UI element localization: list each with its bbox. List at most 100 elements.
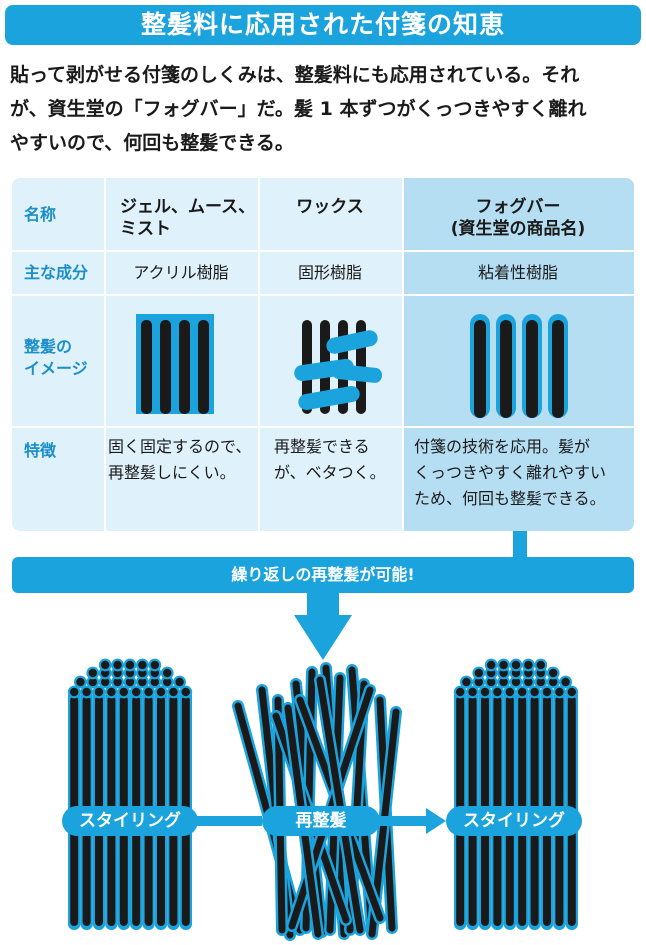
hair-strand: [179, 320, 190, 414]
hair-strand: [474, 320, 486, 418]
row-label-feature: 特徴: [24, 441, 57, 460]
divider: [12, 294, 634, 296]
hair-tip-core: [144, 687, 153, 697]
col2-hair-image: [294, 320, 383, 414]
hair-strand-core: [316, 676, 364, 934]
hair-tip-core: [524, 677, 533, 687]
wax-clump: [326, 330, 378, 354]
restyle-diagram: [67, 593, 579, 941]
wax-clump: [332, 364, 383, 383]
divider: [258, 178, 260, 531]
col3-feature-line: ため、何回も整髪できる。: [414, 489, 606, 508]
hair-tip-core: [480, 687, 490, 697]
hair-tip-core: [181, 687, 190, 697]
hair-tip-core: [125, 677, 135, 687]
hair-tip-core: [499, 677, 508, 687]
hair-tip-core: [113, 660, 122, 670]
hair-tip-core: [163, 668, 172, 678]
flow-arrow-shaft: [376, 816, 428, 826]
col1-name: ジェル、ムース、 ミスト: [120, 196, 256, 240]
col1-name-line: ジェル、ムース、: [120, 197, 256, 217]
right-arrow-icon: [426, 808, 446, 834]
col1-feature-line: 固く固定するので、: [108, 437, 252, 456]
hair-tip-core: [76, 677, 85, 687]
hair-tip-core: [561, 677, 570, 687]
hair-tip-core: [549, 677, 558, 687]
hair-tip-core: [462, 677, 471, 687]
hair-tip-core: [88, 668, 98, 678]
intro-line: やすいので、何回も整髪できる。: [10, 132, 294, 154]
hair-tip-core: [94, 687, 104, 697]
hair-tip-core: [474, 677, 483, 687]
col3-name-line: (資生堂の商品名): [450, 219, 586, 239]
divider: [12, 426, 634, 428]
hair-tip-core: [555, 687, 564, 697]
hair-strand: [141, 320, 152, 414]
hair-loose-middle: [232, 662, 402, 941]
col1-hair-image: [136, 314, 214, 414]
connector-bar: [513, 531, 527, 557]
hair-tip-core: [150, 660, 159, 670]
hair-strand: [160, 320, 171, 414]
hair-tip-core: [567, 687, 576, 697]
hair-tip-core: [113, 677, 122, 687]
col3-name-line: フォグバー: [475, 197, 561, 217]
hair-strand: [526, 320, 538, 418]
hair-tip-core: [499, 660, 508, 670]
hair-tip-core: [138, 677, 147, 687]
hair-tip-core: [468, 687, 477, 697]
hair-tip-core: [82, 687, 91, 697]
page-title: 整髪料に応用された付箋の知恵: [5, 5, 641, 45]
col3-name: フォグバー (資生堂の商品名): [402, 196, 634, 240]
col2-ingredient: 固形樹脂: [297, 263, 362, 282]
col2-feature: 再整髪できる が、ベタつく。: [274, 434, 402, 486]
hair-tip-core: [524, 660, 533, 670]
intro-text: 貼って剥がせる付箋のしくみは、整髪料にも応用されている。それ が、資生堂の「フォ…: [10, 58, 638, 160]
comparison-table: 名称 主な成分 整髪の イメージ 特徴 ジェル、ムース、 ミスト アクリル樹脂 …: [12, 178, 634, 531]
flow-arrow-shaft: [190, 816, 262, 826]
hair-tip-core: [487, 677, 496, 687]
wax-clump: [298, 386, 360, 410]
col2-feature-line: が、ベタつく。: [274, 463, 386, 482]
hair-tip-core: [536, 677, 545, 687]
hair-tip-core: [493, 687, 502, 697]
hair-strand: [552, 320, 564, 418]
divider: [104, 178, 106, 531]
hair-tip-core: [107, 687, 116, 697]
row-label-image: 整髪の イメージ: [24, 336, 88, 380]
highlight-column: [402, 178, 634, 531]
col3-feature-line: くっつきやすく離れやすい: [414, 463, 607, 482]
hair-tip-core: [88, 677, 98, 687]
divider: [402, 178, 404, 531]
flow-label-styling-left: スタイリング: [62, 806, 198, 836]
hair-tip-core: [175, 677, 184, 687]
hair-tip-core: [101, 660, 110, 670]
hair-tip-core: [150, 677, 159, 687]
row-label-ingredient: 主な成分: [24, 263, 89, 282]
col2-name: ワックス: [296, 197, 364, 217]
flow-label-restyle: 再整髪: [262, 806, 380, 836]
down-arrow-icon: [294, 593, 352, 660]
col3-feature: 付箋の技術を応用。髪が くっつきやすく離れやすい ため、何回も整髪できる。: [414, 434, 630, 512]
col1-ingredient: アクリル樹脂: [133, 263, 229, 282]
hair-tip-core: [487, 660, 496, 670]
hair-strand: [198, 320, 209, 414]
hair-tip-core: [536, 660, 545, 670]
hair-tip-core: [119, 687, 128, 697]
hair-tip-core: [518, 687, 527, 697]
hair-tip-core: [549, 668, 558, 678]
flow-label-styling-right: スタイリング: [446, 806, 582, 836]
hair-tip-core: [163, 677, 172, 687]
hair-tip-core: [505, 687, 514, 697]
col1-feature: 固く固定するので、 再整髪しにくい。: [108, 434, 258, 486]
hair-tip-core: [169, 687, 178, 697]
row-label-image-line: イメージ: [24, 359, 88, 378]
col3-hair-image: [470, 314, 568, 418]
hair-tip-core: [511, 677, 521, 687]
hair-strand: [500, 320, 512, 418]
hair-tip-core: [542, 687, 552, 697]
row-label-image-line: 整髪の: [24, 337, 73, 356]
col3-ingredient: 粘着性樹脂: [477, 263, 558, 282]
intro-line: 貼って剥がせる付箋のしくみは、整髪料にも応用されている。それ: [10, 64, 580, 86]
hair-bundle-right: [453, 658, 579, 930]
